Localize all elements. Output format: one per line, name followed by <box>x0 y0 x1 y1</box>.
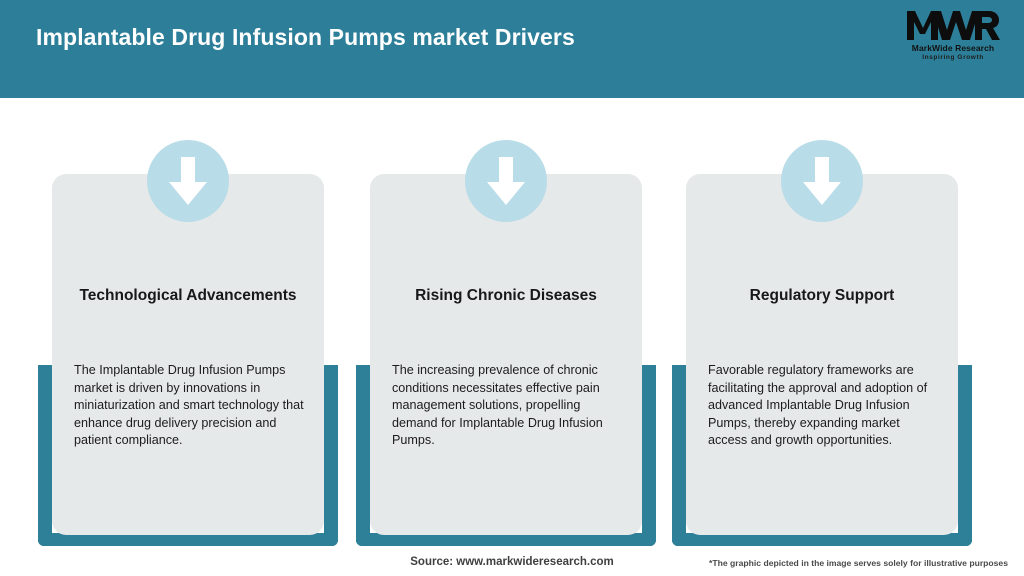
header-bar: Implantable Drug Infusion Pumps market D… <box>0 0 1024 98</box>
card-title: Rising Chronic Diseases <box>415 287 597 304</box>
card-bracket-accent <box>356 365 656 546</box>
driver-card-group: Regulatory Support Favorable regulatory … <box>672 140 972 546</box>
card-title: Technological Advancements <box>79 287 297 304</box>
card-title: Regulatory Support <box>749 287 895 304</box>
card-body-text: The increasing prevalence of chronic con… <box>392 363 603 448</box>
driver-card[interactable]: Rising Chronic Diseases The increasing p… <box>370 140 642 535</box>
arrow-down-icon <box>147 140 229 222</box>
card-body-text: Favorable regulatory frameworks are faci… <box>708 363 928 448</box>
page-title: Implantable Drug Infusion Pumps market D… <box>36 24 575 50</box>
source-label: Source: www.markwideresearch.com <box>410 556 614 568</box>
driver-card-group: Technological Advancements The Implantab… <box>38 140 338 546</box>
brand-logo: MarkWide Research Inspiring Growth <box>900 8 1006 64</box>
disclaimer-note: *The graphic depicted in the image serve… <box>709 558 1008 568</box>
arrow-down-icon <box>781 140 863 222</box>
card-bracket-accent <box>38 365 338 546</box>
card-bracket-accent <box>672 365 972 546</box>
driver-card-group: Rising Chronic Diseases The increasing p… <box>356 140 656 546</box>
logo-company-name: MarkWide Research <box>911 43 995 53</box>
logo-tagline: Inspiring Growth <box>922 54 984 61</box>
driver-card[interactable]: Regulatory Support Favorable regulatory … <box>686 140 958 535</box>
mwr-logo-icon <box>907 11 1000 40</box>
arrow-down-icon <box>465 140 547 222</box>
driver-card[interactable]: Technological Advancements The Implantab… <box>52 140 324 535</box>
card-body-text: The Implantable Drug Infusion Pumps mark… <box>74 363 304 448</box>
